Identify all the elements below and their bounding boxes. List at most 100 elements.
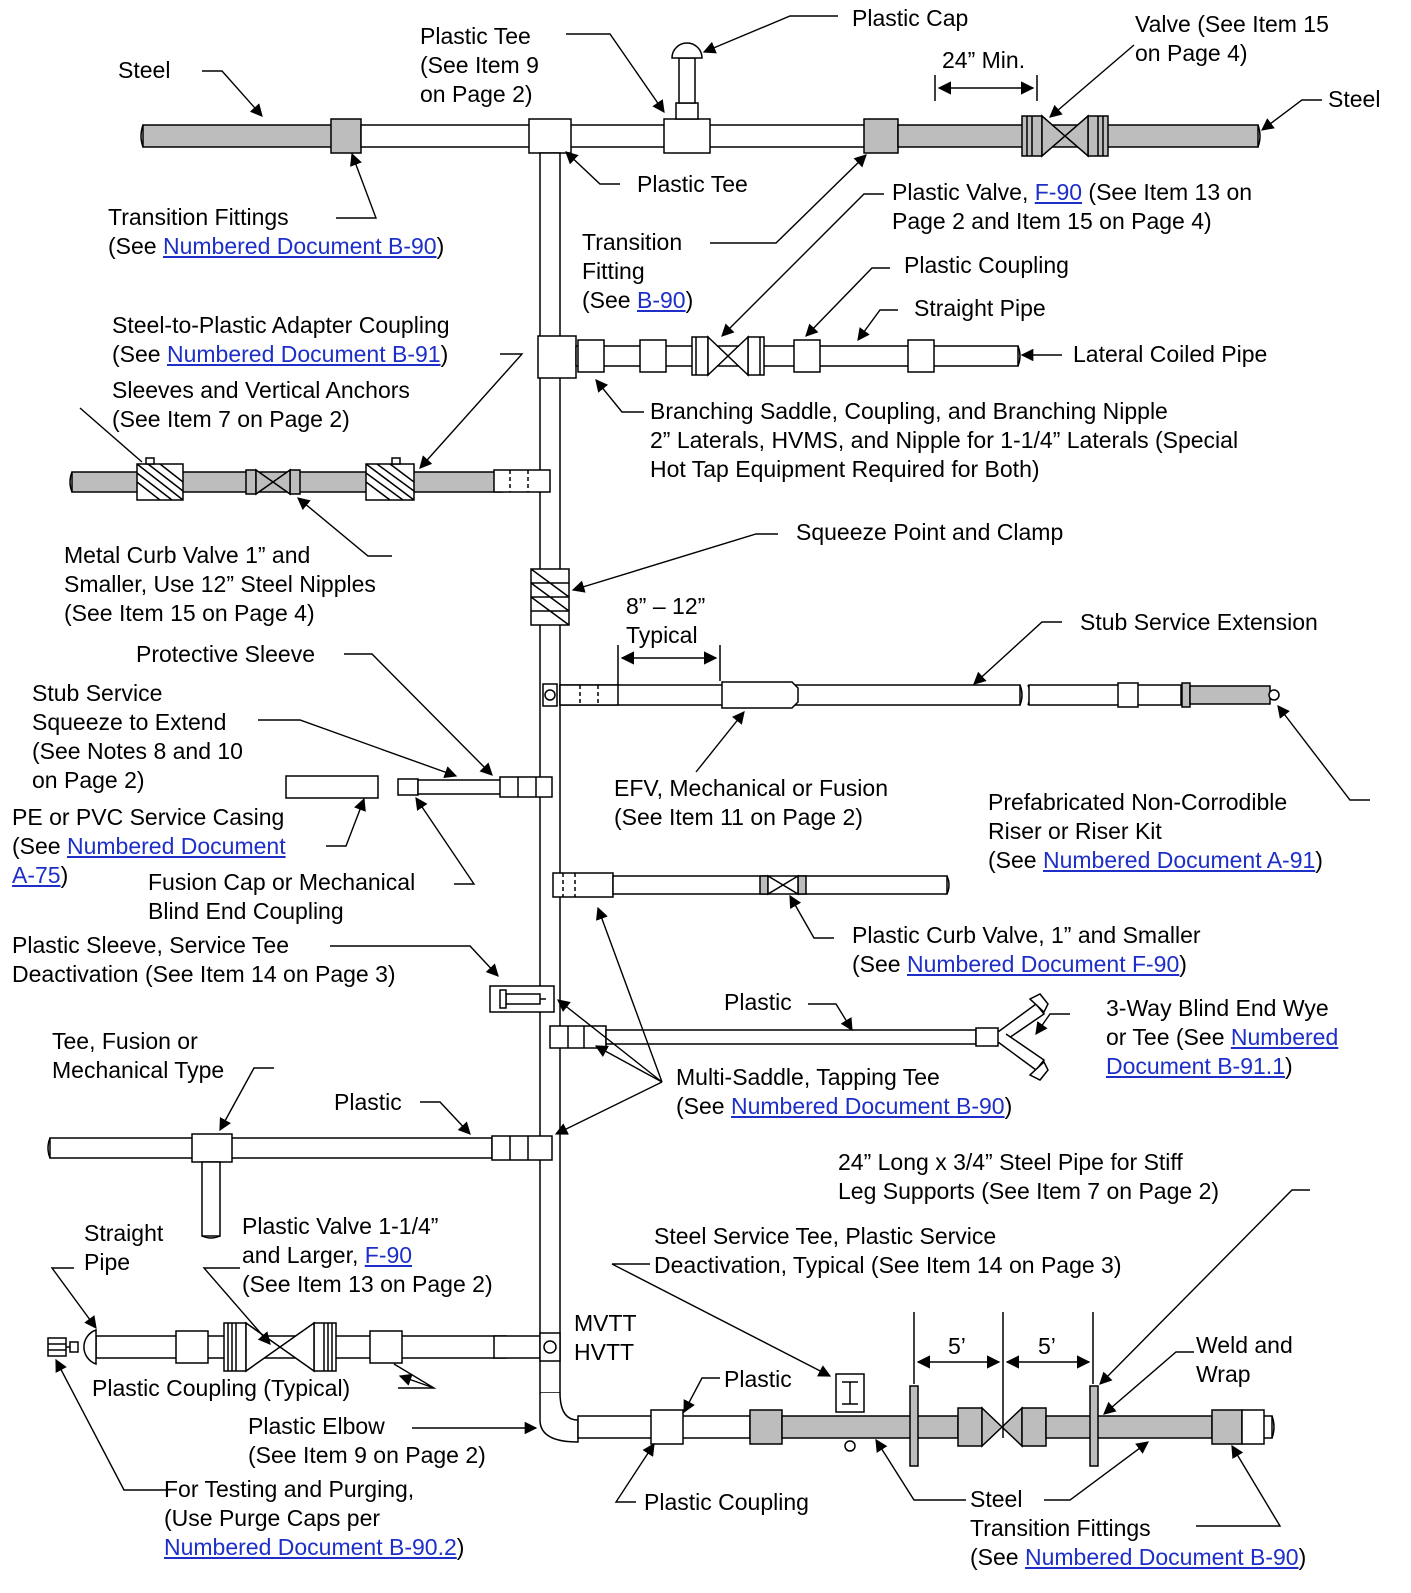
- plastic-tee-top: [528, 118, 572, 154]
- label-plastic-curb-2: (See Numbered Document F-90): [852, 951, 1187, 977]
- link-numbered-document-b90-bottom[interactable]: Numbered Document B-90: [1024, 1544, 1299, 1570]
- branching-nipple-coupling: [577, 339, 605, 373]
- label-fusion-cap-2: Blind End Coupling: [148, 898, 344, 924]
- label-adapter-2: (See Numbered Document B-91): [112, 341, 449, 367]
- link-b90-short[interactable]: B-90: [636, 287, 686, 313]
- label-steel-service-tee-1: Steel Service Tee, Plastic Service: [654, 1223, 997, 1249]
- lateral-plastic-coupling: [793, 339, 821, 373]
- link-numbered-document-b90-top[interactable]: Numbered Document B-90: [162, 233, 437, 259]
- link-numbered-document-b91[interactable]: Numbered Document B-91: [166, 341, 441, 367]
- transition-fitting-top-right: [863, 118, 899, 154]
- plastic-tee-cap-riser: [663, 42, 711, 154]
- label-efv-1: EFV, Mechanical or Fusion: [614, 775, 889, 801]
- label-transition-fitting-a: Transition: [582, 229, 683, 255]
- label-plastic-mid: Plastic: [724, 989, 792, 1015]
- stub-service-extension-lateral: [542, 681, 1280, 709]
- dimension-8-12: [617, 645, 721, 685]
- label-typical-2: Typical: [626, 622, 698, 648]
- label-wye-3: Document B-91.1): [1106, 1053, 1293, 1079]
- label-testing-2: (Use Purge Caps per: [164, 1505, 381, 1531]
- top-plastic-pipe: [360, 124, 867, 148]
- label-tee-fusion-2: Mechanical Type: [52, 1057, 225, 1083]
- label-steel-right: Steel: [1328, 86, 1381, 112]
- label-testing-3: Numbered Document B-90.2): [164, 1534, 465, 1560]
- label-plastic-valve-1: Plastic Valve, F-90 (See Item 13 on: [892, 179, 1253, 205]
- link-numbered-document-b90-mid[interactable]: Numbered Document B-90: [730, 1093, 1005, 1119]
- link-numbered-document-a91[interactable]: Numbered Document A-91: [1042, 847, 1316, 873]
- label-mvtt: MVTT: [574, 1310, 637, 1336]
- label-sleeves-2: (See Item 7 on Page 2): [112, 406, 350, 432]
- label-plastic-valve-large-2: and Larger, F-90: [242, 1242, 413, 1268]
- plastic-elbow: [539, 1392, 579, 1443]
- link-numbered-document-b90-2[interactable]: Numbered Document B-90.2: [164, 1534, 457, 1560]
- lateral-coupling-1: [639, 339, 667, 373]
- label-plastic-sleeve-2: Deactivation (See Item 14 on Page 3): [12, 961, 396, 987]
- label-plastic-valve-large-1: Plastic Valve 1-1/4”: [242, 1213, 439, 1239]
- steel-lateral-sleeves: [69, 457, 551, 501]
- label-metal-curb-3: (See Item 15 on Page 4): [64, 600, 315, 626]
- label-branching-2: 2” Laterals, HVMS, and Nipple for 1-1/4”…: [650, 427, 1239, 453]
- label-adapter-1: Steel-to-Plastic Adapter Coupling: [112, 312, 450, 338]
- label-casing-2: (See Numbered Document: [12, 833, 286, 859]
- stub-service-squeeze: [285, 775, 553, 799]
- plastic-valve-lateral: [691, 335, 765, 377]
- label-wye-2: or Tee (See Numbered: [1106, 1024, 1339, 1050]
- label-plastic-elbow-2: (See Item 9 on Page 2): [248, 1442, 486, 1468]
- label-tee-fusion-1: Tee, Fusion or: [52, 1028, 198, 1054]
- plastic-lateral-wye: [549, 993, 1049, 1081]
- label-plastic-left: Plastic: [334, 1089, 402, 1115]
- dimension-5ft: [913, 1312, 1094, 1438]
- label-24-min: 24” Min.: [942, 47, 1026, 73]
- label-plastic-elbow-1: Plastic Elbow: [248, 1413, 385, 1439]
- label-prefab-2: Riser or Riser Kit: [988, 818, 1162, 844]
- link-f90-bottom[interactable]: F-90: [364, 1242, 413, 1268]
- tee-fusion-lateral: [47, 1133, 553, 1239]
- label-transition-fitting-c: (See B-90): [582, 287, 694, 313]
- dimension-24-min: [934, 75, 1038, 101]
- bottom-left-lateral: [47, 1321, 561, 1373]
- link-numbered-document-a75-2[interactable]: A-75: [12, 862, 61, 888]
- label-steel-left: Steel: [118, 57, 171, 83]
- label-plastic-tee-mid: Plastic Tee: [637, 171, 748, 197]
- squeeze-point-clamp: [530, 568, 570, 626]
- label-protective-sleeve: Protective Sleeve: [136, 641, 315, 667]
- link-numbered-b91-1-b[interactable]: Document B-91.1: [1106, 1053, 1285, 1079]
- label-plastic-cap: Plastic Cap: [852, 5, 969, 31]
- label-steel-service-tee-2: Deactivation, Typical (See Item 14 on Pa…: [654, 1252, 1122, 1278]
- leader-lines: [50, 15, 1370, 1527]
- link-numbered-document-f90[interactable]: Numbered Document F-90: [906, 951, 1180, 977]
- label-plastic-coupling-typical: Plastic Coupling (Typical): [92, 1375, 351, 1401]
- label-plastic-tee-top-3: on Page 2): [420, 81, 533, 107]
- label-prefab-1: Prefabricated Non-Corrodible: [988, 789, 1288, 815]
- transition-fitting-top-left: [330, 118, 362, 154]
- label-valve-2: on Page 4): [1135, 40, 1248, 66]
- label-prefab-3: (See Numbered Document A-91): [988, 847, 1323, 873]
- link-numbered-document-a75-1[interactable]: Numbered Document: [66, 833, 286, 859]
- label-metal-curb-1: Metal Curb Valve 1” and: [64, 542, 311, 568]
- valve-top-steel: [1021, 114, 1109, 158]
- label-transition-bottom-1: Transition Fittings: [970, 1515, 1151, 1541]
- label-multi-saddle-1: Multi-Saddle, Tapping Tee: [676, 1064, 940, 1090]
- label-stub-squeeze-1: Stub Service: [32, 680, 163, 706]
- label-plastic-coupling: Plastic Coupling: [904, 252, 1069, 278]
- top-steel-pipe-left: [140, 124, 334, 148]
- branching-saddle: [537, 335, 577, 379]
- label-plastic-tee-top-2: (See Item 9: [420, 52, 539, 78]
- link-numbered-b91-1-a[interactable]: Numbered: [1230, 1024, 1339, 1050]
- link-f90-top[interactable]: F-90: [1034, 179, 1083, 205]
- label-steel-bottom: Steel: [970, 1486, 1023, 1512]
- label-sleeves-1: Sleeves and Vertical Anchors: [112, 377, 410, 403]
- label-transition-fittings-1: Transition Fittings: [108, 204, 289, 230]
- label-stub-squeeze-4: on Page 2): [32, 767, 145, 793]
- label-testing-1: For Testing and Purging,: [164, 1476, 415, 1502]
- label-straight-pipe-2: Pipe: [84, 1249, 131, 1275]
- label-dim-5a: 5’: [948, 1333, 966, 1359]
- label-multi-saddle-2: (See Numbered Document B-90): [676, 1093, 1013, 1119]
- label-stub-squeeze-2: Squeeze to Extend: [32, 709, 227, 735]
- label-metal-curb-2: Smaller, Use 12” Steel Nipples: [64, 571, 376, 597]
- label-straight-pipe: Straight Pipe: [914, 295, 1046, 321]
- label-casing-3: A-75): [12, 862, 69, 888]
- label-transition-bottom-2: (See Numbered Document B-90): [970, 1544, 1307, 1570]
